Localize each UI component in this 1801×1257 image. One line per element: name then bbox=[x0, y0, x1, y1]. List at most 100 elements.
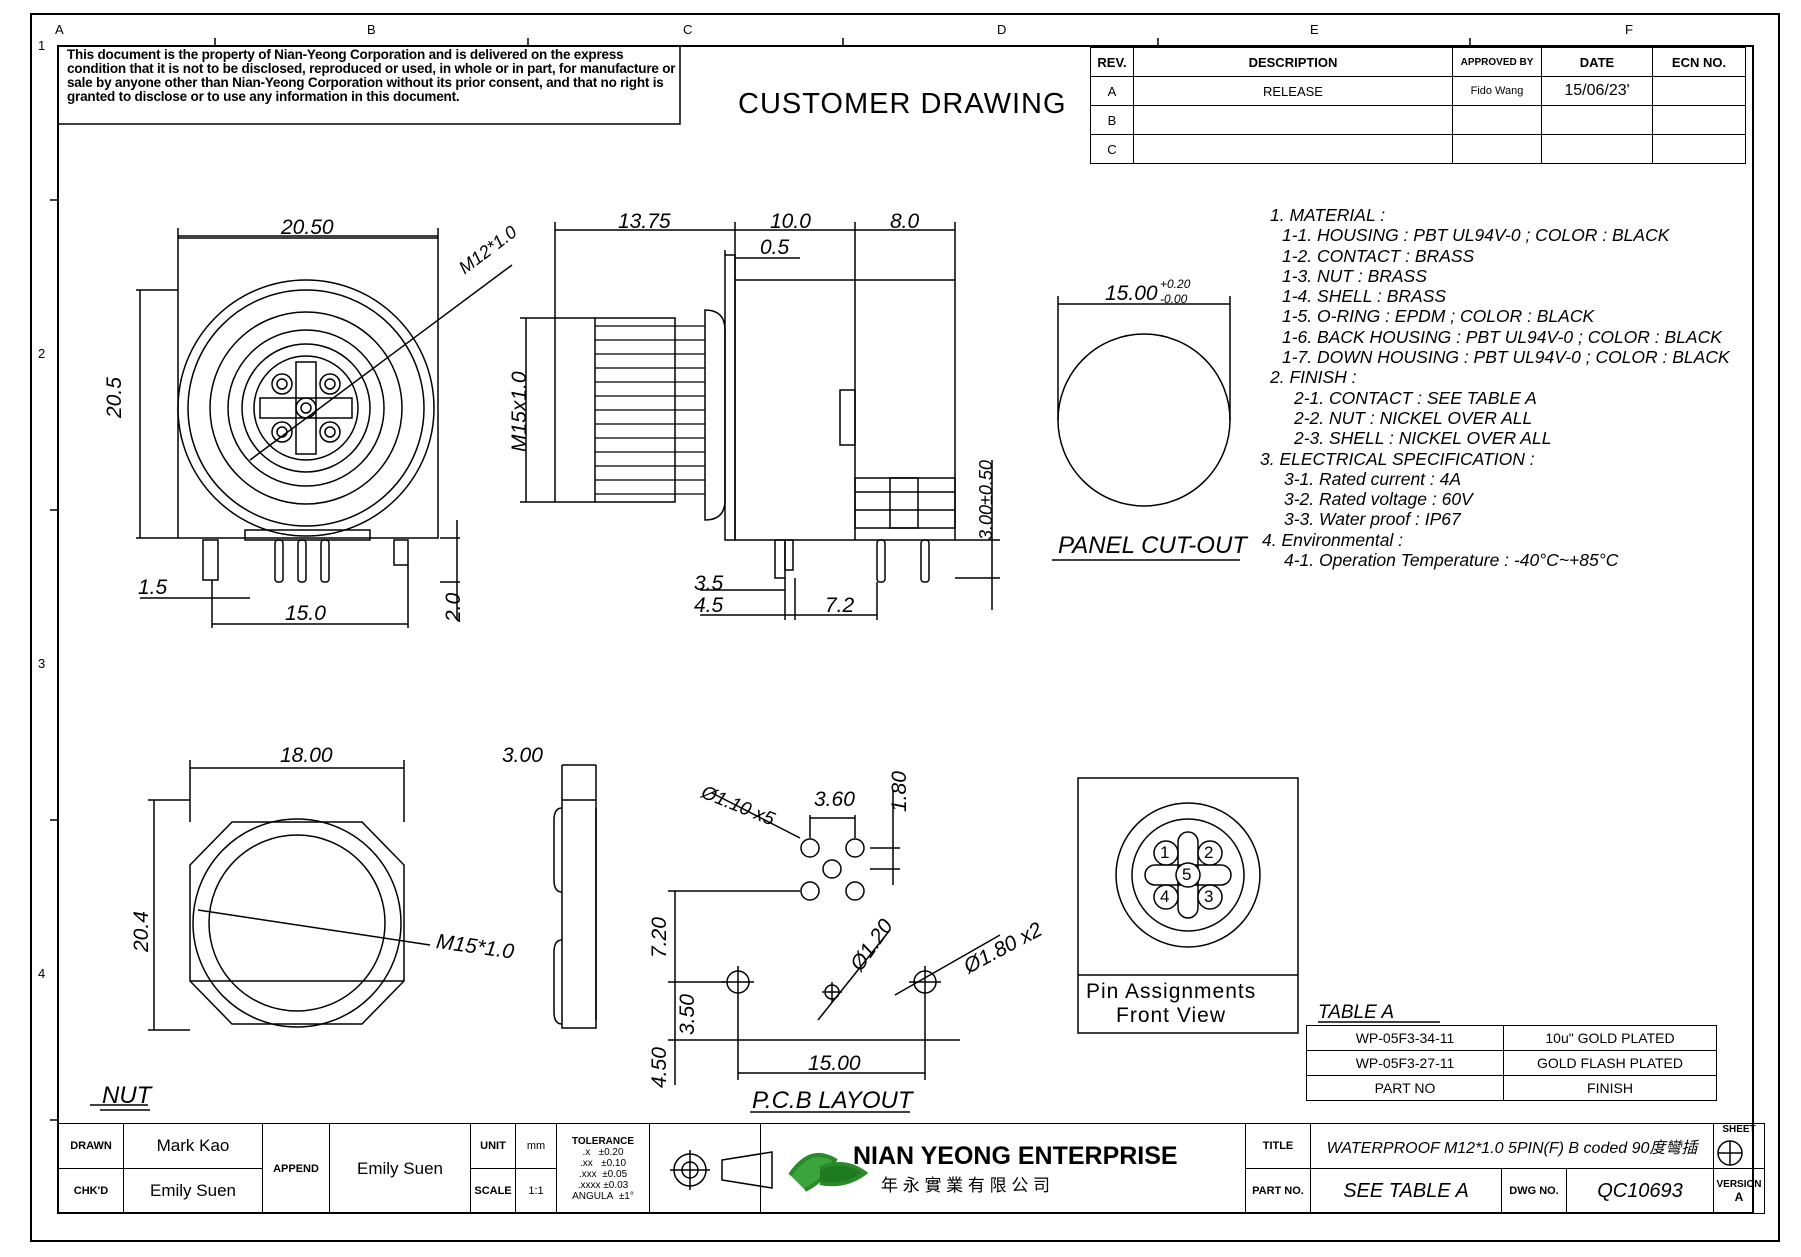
dim-side-13-75: 13.75 bbox=[618, 210, 671, 233]
company-name-cn: 年 永 實 業 有 限 公 司 bbox=[881, 1175, 1051, 1195]
tolerance-value: ±0.20 bbox=[598, 1146, 624, 1158]
tolerance-key: .xxx bbox=[578, 1168, 597, 1180]
rev-date bbox=[1541, 134, 1653, 164]
rev-approved bbox=[1452, 105, 1542, 135]
note-line: 4-1. Operation Temperature : -40°C~+85°C bbox=[1284, 550, 1619, 571]
table-a-part: WP-05F3-34-11 bbox=[1306, 1025, 1504, 1051]
dim-side-0-5: 0.5 bbox=[760, 236, 790, 259]
note-line: 1-2. CONTACT : BRASS bbox=[1282, 245, 1475, 266]
pin-number-3: 3 bbox=[1204, 887, 1214, 906]
sheet-label: SHEET bbox=[1713, 1123, 1765, 1169]
dim-side-7-2: 7.2 bbox=[825, 594, 855, 617]
chkd-label: CHK'D bbox=[58, 1168, 124, 1214]
pcb-layout-view bbox=[668, 790, 1001, 1113]
note-line: 1-5. O-RING : EPDM ; COLOR : BLACK bbox=[1282, 306, 1595, 327]
front-view bbox=[136, 228, 513, 628]
nut-view bbox=[90, 760, 597, 1106]
dim-pcb-4-50: 4.50 bbox=[648, 1047, 671, 1088]
tolerance-value: ±0.03 bbox=[603, 1179, 629, 1191]
note-line: 2. FINISH : bbox=[1270, 367, 1357, 388]
dim-side-3-5: 3.5 bbox=[694, 572, 724, 595]
col-letter-a: A bbox=[55, 22, 64, 37]
pin-assign-label-2: Front View bbox=[1116, 1004, 1226, 1027]
tolerance-key: ANGULA bbox=[572, 1190, 614, 1202]
rev-header-description: DESCRIPTION bbox=[1133, 47, 1453, 77]
side-view bbox=[520, 222, 1000, 620]
pin-assign-label-1: Pin Assignments bbox=[1086, 980, 1257, 1003]
proprietary-notice: This document is the property of Nian-Ye… bbox=[67, 47, 676, 104]
rev-header-rev: REV. bbox=[1090, 47, 1134, 77]
pin-number-5: 5 bbox=[1182, 865, 1192, 884]
dim-pcb-3-50: 3.50 bbox=[676, 994, 699, 1035]
rev-approved bbox=[1452, 134, 1542, 164]
tolerance-title: TOLERANCE bbox=[571, 1135, 635, 1147]
row-number-3: 3 bbox=[38, 656, 46, 671]
tolerance-key: .x bbox=[582, 1146, 591, 1158]
row-number-2: 2 bbox=[38, 346, 46, 361]
note-line: 1-4. SHELL : BRASS bbox=[1282, 286, 1447, 307]
dim-pcb-1-80: 1.80 bbox=[888, 771, 911, 812]
note-line: 3-3. Water proof : IP67 bbox=[1284, 509, 1461, 530]
dim-front-width: 20.50 bbox=[281, 216, 334, 239]
version-value: A bbox=[1734, 1189, 1744, 1204]
rev-ecn bbox=[1652, 105, 1746, 135]
rev-date: 15/06/23' bbox=[1541, 76, 1653, 106]
drawn-name: Mark Kao bbox=[123, 1123, 263, 1169]
dim-side-3-00: 3.00±0.50 bbox=[976, 460, 996, 540]
table-a-header-part: PART NO bbox=[1306, 1075, 1504, 1101]
rev-approved: Fido Wang bbox=[1452, 76, 1542, 106]
append-name: Emily Suen bbox=[329, 1123, 471, 1214]
dim-pin-length: 2.0 bbox=[442, 592, 465, 622]
dim-pin-offset: 1.5 bbox=[138, 576, 168, 599]
pcb-layout-label: P.C.B LAYOUT bbox=[752, 1087, 913, 1114]
note-line: 1. MATERIAL : bbox=[1270, 205, 1386, 225]
partno-value: SEE TABLE A bbox=[1310, 1168, 1502, 1214]
tolerance-row: .xx ±0.10 bbox=[557, 1158, 649, 1169]
col-letter-d: D bbox=[997, 22, 1007, 37]
title-label: TITLE bbox=[1245, 1123, 1311, 1169]
note-line: 2-3. SHELL : NICKEL OVER ALL bbox=[1294, 428, 1552, 449]
pin-number-2: 2 bbox=[1204, 843, 1214, 862]
tolerance-value: ±0.05 bbox=[602, 1168, 628, 1180]
dwgno-label: DWG NO. bbox=[1501, 1168, 1567, 1214]
rev-ecn bbox=[1652, 134, 1746, 164]
tolerance-cell: TOLERANCE .x ±0.20 .xx ±0.10 .xxx ±0.05 … bbox=[556, 1123, 650, 1214]
rev-description bbox=[1133, 134, 1453, 164]
scale-value: 1:1 bbox=[515, 1168, 557, 1214]
note-line: 1-3. NUT : BRASS bbox=[1282, 265, 1427, 286]
notice-box bbox=[57, 45, 681, 125]
note-line: 4. Environmental : bbox=[1262, 529, 1404, 550]
note-line: 3-2. Rated voltage : 60V bbox=[1284, 489, 1473, 510]
tolerance-value: ±1° bbox=[618, 1190, 634, 1202]
title-value: WATERPROOF M12*1.0 5PIN(F) B coded 90度彎插 bbox=[1310, 1123, 1714, 1169]
drawn-label: DRAWN bbox=[58, 1123, 124, 1169]
unit-label: UNIT bbox=[470, 1123, 516, 1169]
row-number-4: 4 bbox=[38, 966, 46, 981]
chkd-name: Emily Suen bbox=[123, 1168, 263, 1214]
pin-number-1: 1 bbox=[1160, 843, 1170, 862]
note-line: 1-7. DOWN HOUSING : PBT UL94V-0 ; COLOR … bbox=[1282, 347, 1730, 368]
tolerance-row: .xxxx ±0.03 bbox=[557, 1180, 649, 1191]
rev-header-approved: APPROVED BY bbox=[1452, 47, 1542, 77]
company-cell: NIAN YEONG ENTERPRISE 年 永 實 業 有 限 公 司 bbox=[760, 1123, 1246, 1214]
nut-label: NUT bbox=[102, 1082, 152, 1109]
note-line: 3. ELECTRICAL SPECIFICATION : bbox=[1260, 448, 1535, 469]
tolerance-row: .xxx ±0.05 bbox=[557, 1169, 649, 1180]
pin-number-4: 4 bbox=[1160, 887, 1170, 906]
append-label: APPEND bbox=[262, 1123, 330, 1214]
note-line: 2-1. CONTACT : SEE TABLE A bbox=[1294, 387, 1537, 408]
table-a: WP-05F3-34-11 10u" GOLD PLATED WP-05F3-2… bbox=[1306, 1025, 1717, 1101]
dim-front-height: 20.5 bbox=[103, 377, 126, 418]
rev-header-date: DATE bbox=[1541, 47, 1653, 77]
col-letter-b: B bbox=[367, 22, 376, 37]
note-line: 1-1. HOUSING : PBT UL94V-0 ; COLOR : BLA… bbox=[1282, 225, 1670, 246]
dim-cutout-tol-upper: +0.20 bbox=[1160, 277, 1191, 291]
version-cell: VERSION A bbox=[1713, 1168, 1765, 1214]
dim-pcb-7-20: 7.20 bbox=[648, 917, 671, 958]
table-a-finish: GOLD FLASH PLATED bbox=[1503, 1050, 1717, 1076]
dim-pcb-15-00: 15.00 bbox=[808, 1052, 861, 1075]
dim-pin-pitch: 15.0 bbox=[285, 602, 326, 625]
drawing-title: CUSTOMER DRAWING bbox=[738, 88, 1067, 120]
tolerance-key: .xx bbox=[579, 1157, 593, 1169]
